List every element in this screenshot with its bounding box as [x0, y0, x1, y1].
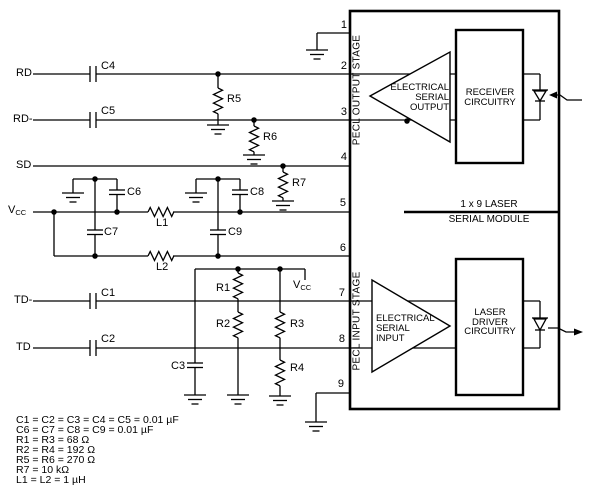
resistor-r3-icon	[274, 311, 286, 339]
td-bias-network	[183, 266, 306, 406]
receiver-box	[454, 28, 525, 165]
resistor-r7-icon	[271, 163, 295, 211]
c1-label: C1	[101, 287, 116, 299]
vcc-ref-label: VCC	[293, 279, 312, 293]
value-line: R1 = R3 = 68 Ω	[16, 434, 90, 446]
l1-label: L1	[156, 217, 169, 229]
laser-box-text: LASER DRIVER CIRCUITRY	[464, 307, 516, 338]
rd-minus-label: RD-	[13, 113, 33, 125]
ground-icon	[183, 394, 207, 405]
rd-plus-wire	[33, 65, 456, 83]
l2-label: L2	[156, 261, 169, 273]
capacitor-c9-icon	[209, 229, 227, 236]
ground-icon	[304, 421, 328, 432]
c4-label: C4	[101, 60, 116, 72]
r2-label: R2	[216, 318, 231, 330]
output-amp-icon	[368, 50, 451, 144]
ground-icon	[305, 49, 329, 60]
r1-label: R1	[216, 282, 231, 294]
inductor-l1-icon	[147, 206, 175, 218]
ground-icon	[206, 124, 230, 135]
value-line: C6 = C7 = C8 = C9 = 0.01 µF	[16, 424, 154, 436]
r5-label: R5	[227, 93, 242, 105]
decoupling-group-2	[184, 176, 249, 259]
photodiode-icon	[532, 89, 548, 103]
resistor-r5-icon	[206, 71, 230, 135]
pin-6-label: 6	[339, 242, 346, 254]
light-in-arrow-icon	[549, 91, 582, 101]
module-title-line2: SERIAL MODULE	[448, 214, 530, 225]
vcc-filtered-wire	[54, 250, 350, 262]
c8-label: C8	[250, 186, 265, 198]
capacitor-c3-icon	[186, 362, 204, 369]
output-amp-text: ELECTRICAL SERIAL OUTPUT	[390, 82, 449, 113]
r6-label: R6	[263, 131, 278, 143]
pin9-ground	[304, 392, 350, 432]
value-line: R2 = R4 = 192 Ω	[16, 444, 96, 456]
rd-minus-wire	[33, 111, 456, 129]
capacitor-c1-icon	[89, 292, 97, 310]
input-amp-text: ELECTRICAL SERIAL INPUT	[376, 313, 435, 344]
ground-icon	[226, 394, 250, 405]
pin-8-label: 8	[338, 333, 345, 345]
r4-label: R4	[290, 362, 305, 374]
capacitor-c4-icon	[89, 65, 97, 83]
output-stage	[368, 28, 582, 165]
value-line: L1 = L2 = 1 µH	[16, 474, 86, 486]
c2-label: C2	[101, 333, 116, 345]
inductor-l2-icon	[147, 250, 175, 262]
resistor-r6-icon	[242, 117, 266, 165]
decoupling-group-1	[61, 176, 126, 259]
pin-9-label: 9	[337, 378, 344, 390]
laser-driver-box	[454, 257, 525, 397]
sd-label: SD	[16, 159, 32, 171]
component-values-list: C1 = C2 = C3 = C4 = C5 = 0.01 µF C6 = C7…	[16, 414, 179, 486]
value-line: R7 = 10 kΩ	[16, 464, 70, 476]
capacitor-c5-icon	[89, 111, 97, 129]
resistor-r2-icon	[232, 311, 244, 339]
vcc-wire	[33, 206, 350, 256]
r3-label: R3	[290, 318, 305, 330]
ground-icon	[242, 154, 266, 165]
capacitor-c7-icon	[86, 229, 104, 236]
value-line: C1 = C2 = C3 = C4 = C5 = 0.01 µF	[16, 414, 179, 426]
input-amp-icon	[371, 278, 452, 374]
ground-icon	[61, 192, 85, 203]
pin1-ground	[305, 32, 350, 60]
rd-plus-label: RD	[16, 67, 32, 79]
ground-icon	[271, 200, 295, 211]
module-title-line1: 1 x 9 LASER	[460, 199, 518, 210]
pin-7-label: 7	[338, 287, 345, 299]
c7-label: C7	[104, 226, 119, 238]
c3-label: C3	[171, 360, 186, 372]
resistor-r1-icon	[232, 272, 244, 300]
laser-diode-icon	[532, 317, 548, 332]
ground-icon	[268, 395, 292, 406]
capacitor-c6-icon	[108, 189, 126, 196]
vcc-label: VCC	[8, 204, 27, 218]
c6-label: C6	[127, 186, 142, 198]
pecl-output-stage-label: PECL OUTPUT STAGE	[351, 34, 363, 146]
pecl-input-stage-label: PECL INPUT STAGE	[351, 271, 363, 371]
pin-2-label: 2	[340, 60, 347, 72]
value-line: R5 = R6 = 270 Ω	[16, 454, 96, 466]
r7-label: R7	[292, 177, 307, 189]
td-minus-label: TD-	[14, 294, 33, 306]
capacitor-c2-icon	[89, 339, 97, 357]
pin-3-label: 3	[340, 106, 347, 118]
capacitor-c8-icon	[231, 189, 249, 196]
module-outline	[348, 9, 561, 411]
ground-icon	[184, 192, 208, 203]
td-plus-label: TD	[16, 341, 31, 353]
light-out-arrow-icon	[548, 327, 583, 336]
resistor-r4-icon	[274, 359, 286, 387]
pin-5-label: 5	[339, 197, 346, 209]
input-stage	[371, 257, 583, 397]
c9-label: C9	[228, 226, 243, 238]
pin-1-label: 1	[340, 19, 347, 31]
pin-4-label: 4	[340, 151, 347, 163]
receiver-box-text: RECEIVER CIRCUITRY	[464, 87, 516, 108]
c5-label: C5	[101, 105, 116, 117]
